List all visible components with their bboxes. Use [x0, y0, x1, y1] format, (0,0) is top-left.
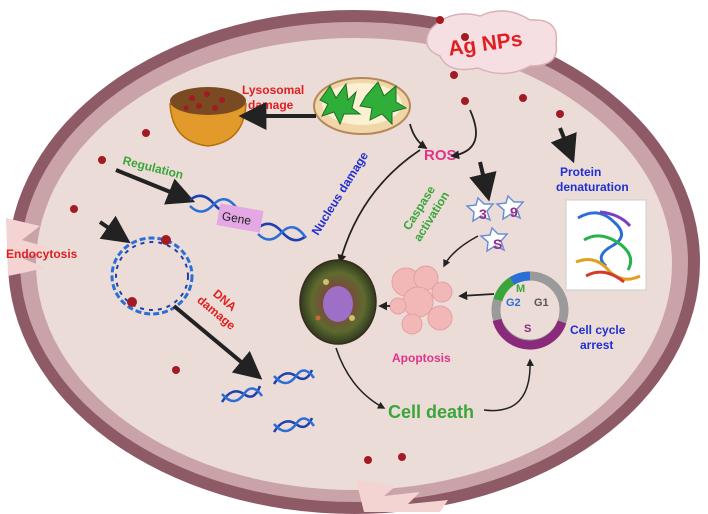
apoptotic-body	[389, 265, 453, 335]
mitochondrion	[313, 77, 411, 135]
arrow-ros-to-nucleus	[337, 149, 421, 264]
caspase-stars: 3 9 S	[465, 194, 525, 253]
nanoparticles	[70, 16, 564, 464]
cycle-m-label: M	[516, 283, 525, 295]
protein-structure	[565, 199, 647, 291]
nanoparticle	[172, 366, 180, 374]
caspase-3-label: 3	[479, 206, 487, 222]
endocytosis-membrane-break: Endocytosis	[6, 218, 78, 276]
bottom-membrane-break	[356, 480, 448, 512]
damaged-nucleus	[299, 259, 377, 345]
caspase-s-label: S	[493, 236, 502, 252]
nanoparticle	[461, 97, 469, 105]
gene-label: Gene	[221, 209, 253, 228]
nanoparticle	[519, 94, 527, 102]
gene-box: Gene	[216, 203, 264, 233]
cycle-g2-label: G2	[506, 297, 521, 309]
arrow-cycle-to-apoptosis	[458, 291, 495, 301]
caspase-9-label: 9	[510, 204, 518, 220]
arrow-mito-down-ros	[409, 123, 428, 149]
nanoparticle	[436, 16, 444, 24]
cell-cycle-arrest-label: Cell cycle arrest	[570, 323, 629, 352]
broken-dna-fragments	[220, 369, 316, 433]
cycle-g1-label: G1	[534, 297, 549, 309]
nanoparticle	[450, 71, 458, 79]
cell	[8, 10, 700, 514]
nanoparticle	[556, 110, 564, 118]
circular-dna	[110, 235, 194, 316]
arrow-nucleus-to-cell-death	[335, 347, 386, 409]
nanoparticle	[142, 129, 150, 137]
apoptosis-label: Apoptosis	[392, 351, 451, 365]
cell-cycle-ring	[491, 271, 569, 350]
ag-nps-entry: Ag NPs	[425, 10, 558, 75]
arrow-caspase-to-apoptosis	[443, 235, 479, 268]
cycle-s-label: S	[524, 323, 531, 335]
arrow-to-protein	[550, 127, 577, 164]
arrow-regulation	[115, 168, 196, 205]
lysosome	[169, 87, 247, 147]
arrow-cell-death-to-cycle	[483, 358, 534, 412]
arrow-ros-to-caspase	[469, 161, 497, 202]
nanoparticle	[364, 456, 372, 464]
ros-label: ROS	[424, 147, 457, 164]
endocytosis-label: Endocytosis	[6, 247, 78, 261]
arrow-to-plasmid	[98, 215, 131, 244]
nanoparticle	[398, 453, 406, 461]
cell-death-label: Cell death	[388, 402, 474, 422]
protein-denaturation-label: Protein denaturation	[556, 165, 629, 194]
arrow-dna-damage	[172, 304, 263, 380]
arrow-mito-to-ros	[450, 109, 477, 160]
nanoparticle	[98, 156, 106, 164]
nanoparticle	[461, 33, 469, 41]
nanoparticle	[70, 205, 78, 213]
